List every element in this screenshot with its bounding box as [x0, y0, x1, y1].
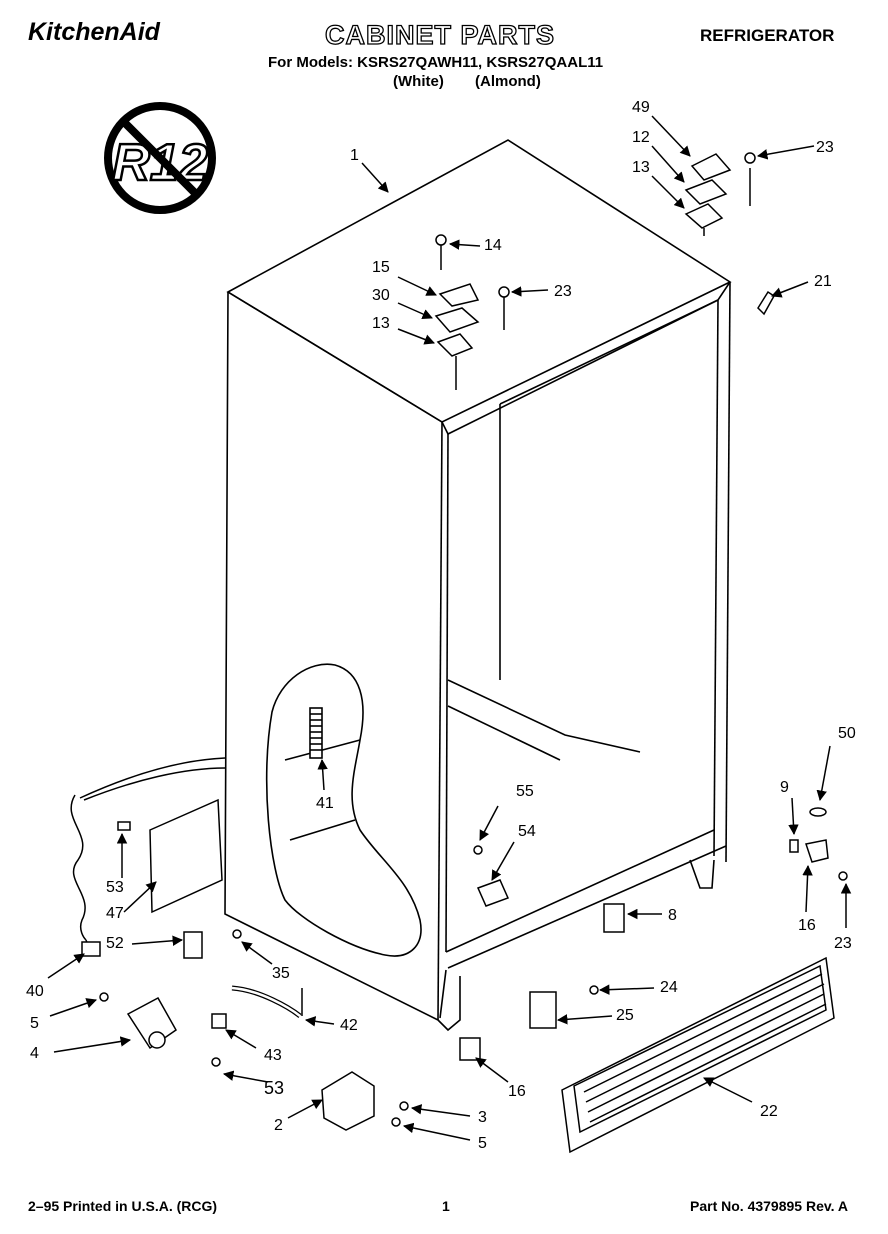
- callout-13-center: 13: [372, 315, 390, 332]
- callout-30: 30: [372, 287, 390, 304]
- callout-23-mid: 23: [554, 283, 572, 300]
- upper-hinge-center: [434, 234, 510, 390]
- callout-42: 42: [340, 1017, 358, 1034]
- leader-lines: [47, 115, 852, 1141]
- callout-54: 54: [518, 823, 536, 840]
- callout-13-right: 13: [632, 159, 650, 176]
- callout-25: 25: [616, 1007, 634, 1024]
- callout-14: 14: [484, 237, 502, 254]
- callout-22: 22: [760, 1103, 778, 1120]
- kickplate-grille: [561, 956, 835, 1154]
- brand-logo: KitchenAid: [28, 18, 160, 46]
- almond-color-label: (Almond): [475, 73, 541, 90]
- callout-24: 24: [660, 979, 678, 996]
- callout-8: 8: [668, 907, 677, 924]
- callout-5-bottom: 5: [478, 1135, 487, 1152]
- insulation-coil: [309, 707, 323, 759]
- callout-2: 2: [274, 1117, 283, 1134]
- callout-23-lower: 23: [834, 935, 852, 952]
- callout-35: 35: [272, 965, 290, 982]
- footer-part-number: Part No. 4379895 Rev. A: [690, 1198, 848, 1214]
- callout-23-top: 23: [816, 139, 834, 156]
- callout-41: 41: [316, 795, 334, 812]
- left-side-parts: [70, 757, 409, 1131]
- page-title: CABINET PARTS: [324, 19, 556, 50]
- category-label: REFRIGERATOR: [700, 26, 835, 45]
- callout-1: 1: [350, 147, 359, 164]
- callout-40: 40: [26, 983, 44, 1000]
- callout-12: 12: [632, 129, 650, 146]
- upper-hinge-right: [684, 152, 775, 316]
- callout-43: 43: [264, 1047, 282, 1064]
- callout-5-left: 5: [30, 1015, 39, 1032]
- models-line: For Models: KSRS27QAWH11, KSRS27QAAL11: [268, 54, 604, 71]
- callout-4: 4: [30, 1045, 39, 1062]
- callout-labels: 1 49 12 13 23 14 15 23 30 13 21 50 9 55 …: [26, 99, 856, 1152]
- white-color-label: (White): [393, 73, 444, 90]
- callout-15: 15: [372, 259, 390, 276]
- right-side-parts: [459, 807, 848, 1061]
- callout-52: 52: [106, 935, 124, 952]
- callout-21: 21: [814, 273, 832, 290]
- callout-50: 50: [838, 725, 856, 742]
- cabinet-body: [224, 139, 732, 1032]
- callout-55: 55: [516, 783, 534, 800]
- callout-16-bottom: 16: [508, 1083, 526, 1100]
- callout-53-upper: 53: [106, 879, 124, 896]
- callout-16-right: 16: [798, 917, 816, 934]
- callout-9: 9: [780, 779, 789, 796]
- callout-53-lower: 53: [264, 1078, 284, 1098]
- callout-49: 49: [632, 99, 650, 116]
- no-r12-badge: R12: [104, 102, 216, 214]
- footer-print-info: 2–95 Printed in U.S.A. (RCG): [28, 1198, 218, 1214]
- callout-47: 47: [106, 905, 124, 922]
- callout-3: 3: [478, 1109, 487, 1126]
- footer-page-number: 1: [442, 1198, 450, 1214]
